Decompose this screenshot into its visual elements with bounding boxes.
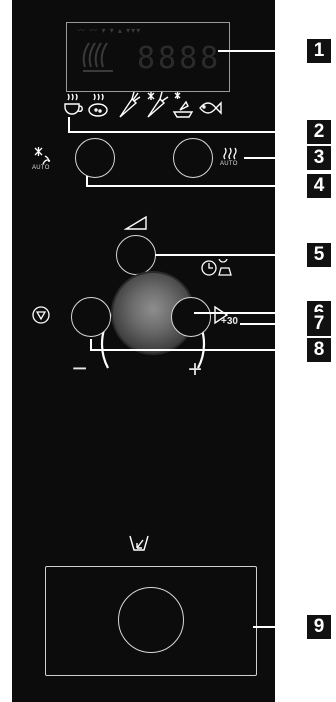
plus-label: +: [188, 356, 203, 383]
drink-warm-icon[interactable]: [64, 93, 83, 115]
callout-1: 1: [307, 39, 331, 63]
food-bowl-icon[interactable]: [88, 93, 108, 117]
defrost-dish-icon[interactable]: [172, 92, 194, 118]
auto-label-right: AUTO: [220, 161, 238, 167]
minus-label: −: [72, 353, 88, 383]
auto-defrost-button[interactable]: [75, 138, 115, 178]
callout-line-8a: [90, 339, 92, 351]
callout-line-8: [90, 349, 308, 351]
callout-line-2a: [68, 117, 70, 133]
callout-7: 7: [307, 312, 331, 336]
callout-line-1: [218, 50, 308, 52]
callout-5: 5: [307, 243, 331, 267]
fish-icon[interactable]: [199, 101, 222, 115]
callout-2: 2: [307, 120, 331, 144]
vegetable-icon[interactable]: [119, 91, 141, 118]
grill-waves-icon: [82, 42, 113, 72]
auto-label-left: AUTO: [32, 165, 50, 171]
door-open-icon: [129, 535, 149, 551]
callout-line-4a: [86, 176, 88, 187]
callout-line-6: [194, 312, 308, 314]
program-icons-row: [64, 91, 222, 118]
stop-icon: [32, 306, 50, 324]
start-icon: [214, 305, 229, 325]
display-digits: 8888: [137, 41, 222, 76]
control-panel: 〰 〰 ▾ ▾ ▴ ▾▾▾ 8888: [12, 0, 275, 702]
auto-defrost-icon: [34, 147, 51, 165]
callout-4: 4: [307, 174, 331, 198]
callout-line-5: [155, 254, 308, 256]
callout-line-3: [244, 157, 308, 159]
callout-line-4: [86, 185, 308, 187]
callout-line-9: [253, 626, 308, 628]
frozen-vegetable-icon[interactable]: [147, 91, 169, 118]
stop-button[interactable]: [71, 297, 111, 337]
callout-line-2: [68, 131, 308, 133]
callout-line-7: [240, 323, 308, 325]
display-status-icons: 〰 〰 ▾ ▾ ▴ ▾▾▾: [77, 26, 142, 35]
steam-icon: [223, 147, 237, 160]
power-level-icon: [124, 215, 147, 230]
power-level-button[interactable]: [116, 235, 156, 275]
plus30-label: +30: [221, 316, 238, 327]
start-button[interactable]: [171, 297, 211, 337]
auto-cook-button[interactable]: [173, 138, 213, 178]
callout-9: 9: [307, 615, 331, 639]
callout-8: 8: [307, 338, 331, 362]
timer-weight-icon: [201, 259, 232, 276]
door-open-panel: [45, 566, 257, 676]
lcd-display: 〰 〰 ▾ ▾ ▴ ▾▾▾ 8888: [66, 22, 230, 92]
callout-3: 3: [307, 146, 331, 170]
door-open-button[interactable]: [118, 587, 184, 653]
